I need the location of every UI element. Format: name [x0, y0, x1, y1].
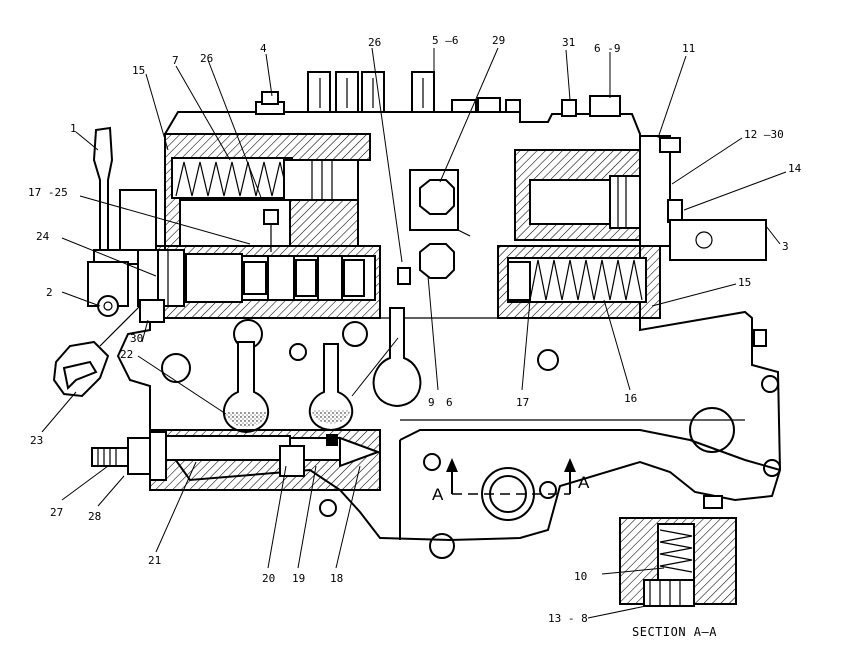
label-27: 27 — [50, 506, 63, 519]
section-marker-a-left: A — [432, 485, 444, 504]
label-5-6: 5 —6 — [432, 34, 459, 47]
poppet-valves — [222, 307, 422, 434]
label-6-9: 6 -9 — [594, 42, 621, 55]
label-17: 17 — [516, 396, 529, 409]
right-upper-section — [514, 135, 767, 261]
adjusting-screw — [91, 431, 167, 481]
control-lever — [87, 126, 165, 323]
label-17-25: 17 -25 — [28, 186, 68, 199]
label-26-center: 26 — [368, 36, 381, 49]
label-1: 1 — [70, 122, 77, 135]
label-12-30: 12 —30 — [744, 128, 784, 141]
label-7: 7 — [172, 54, 179, 67]
label-26-left: 26 — [200, 52, 213, 65]
label-2: 2 — [46, 286, 53, 299]
label-14: 14 — [788, 162, 802, 175]
section-marker-a-right: A — [578, 473, 590, 492]
right-spring-section — [497, 245, 661, 319]
label-13-8: 13 - 8 — [548, 612, 588, 625]
label-10: 10 — [574, 570, 587, 583]
section-arrows — [446, 458, 576, 495]
upper-spool-section — [164, 133, 371, 252]
ports — [397, 169, 471, 285]
callout-labels: 1 15 7 26 4 26 5 —6 29 31 6 -9 11 12 —30… — [28, 34, 802, 639]
label-19: 19 — [292, 572, 305, 585]
label-28: 28 — [88, 510, 101, 523]
label-18: 18 — [330, 572, 343, 585]
label-22: 22 — [120, 348, 133, 361]
label-23: 23 — [30, 434, 43, 447]
bolt-holes — [161, 319, 781, 559]
leader-lines — [41, 47, 787, 619]
lower-bore-section — [149, 429, 381, 491]
section-a-a-detail — [619, 517, 737, 607]
label-15-right: 15 — [738, 276, 751, 289]
label-4: 4 — [260, 42, 267, 55]
label-16: 16 — [624, 392, 637, 405]
label-31: 31 — [562, 36, 575, 49]
label-6: 6 — [446, 396, 453, 409]
label-29: 29 — [492, 34, 505, 47]
label-15-upper: 15 — [132, 64, 145, 77]
label-9: 9 — [428, 396, 435, 409]
seal-detail — [52, 305, 141, 398]
top-bolts — [255, 71, 621, 117]
label-20: 20 — [262, 572, 275, 585]
main-spool — [149, 245, 381, 319]
label-30: 30 — [130, 332, 143, 345]
label-3: 3 — [782, 240, 789, 253]
label-21: 21 — [148, 554, 161, 567]
label-11: 11 — [682, 42, 695, 55]
section-a-a-caption: SECTION A—A — [632, 625, 717, 639]
label-24: 24 — [36, 230, 50, 243]
